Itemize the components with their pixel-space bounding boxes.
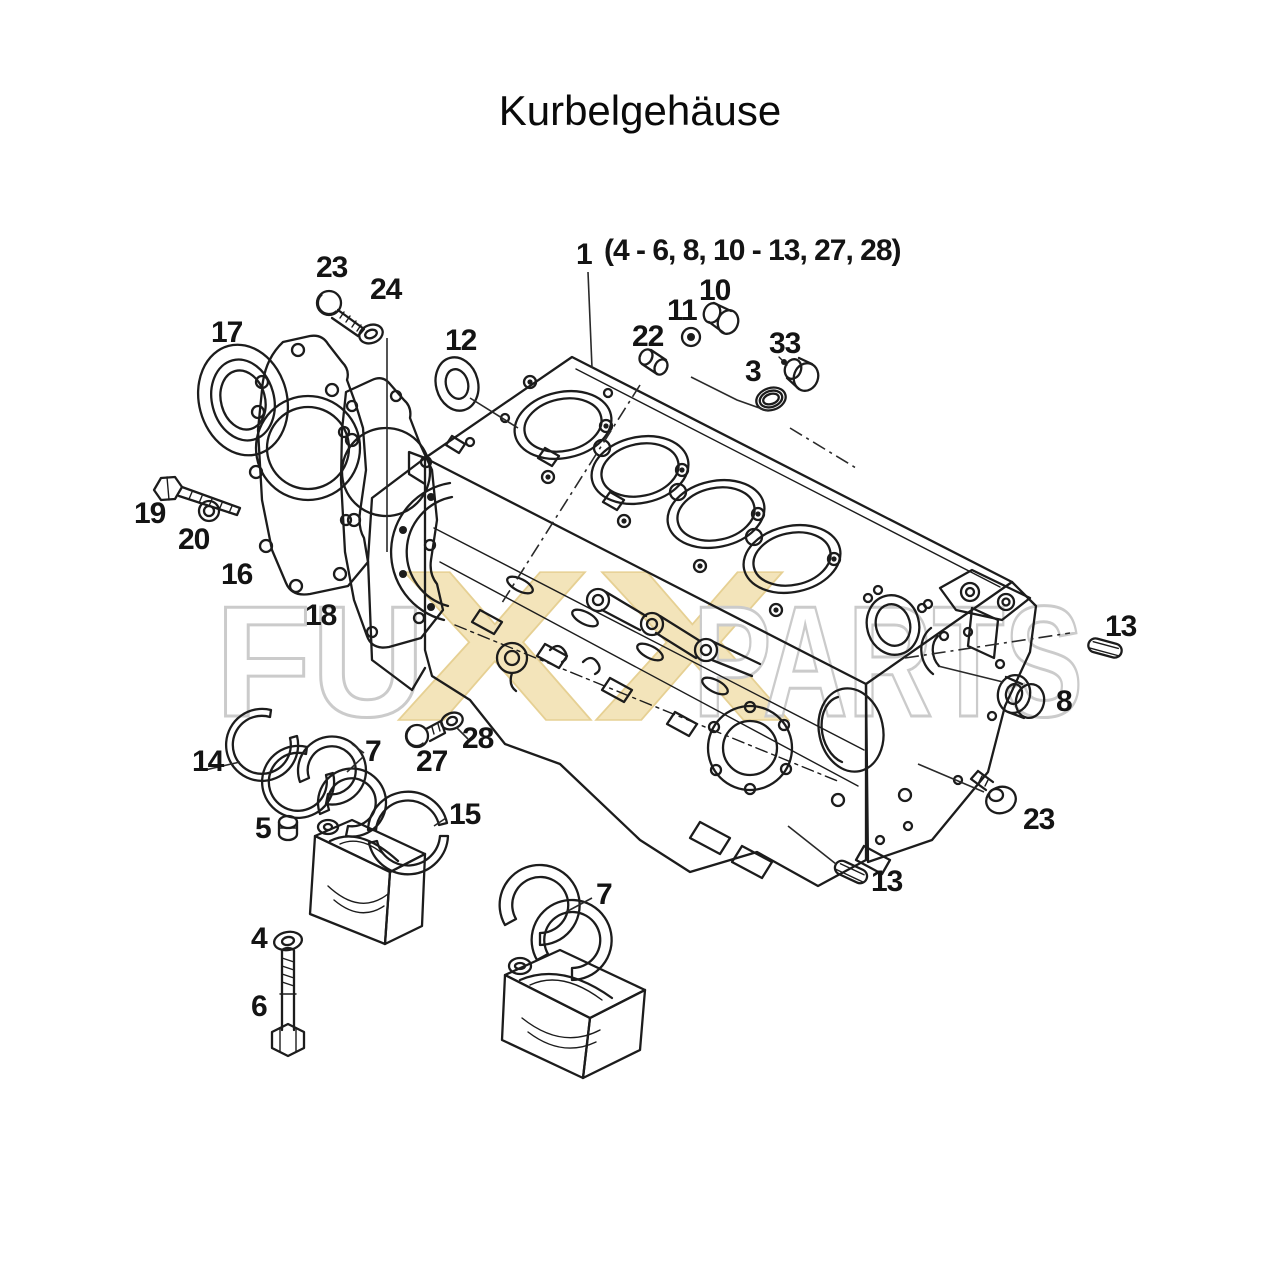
washer-11 (680, 326, 702, 348)
leader-line (937, 665, 1004, 683)
engine-artwork (152, 289, 1123, 1080)
callout-11: 11 (667, 294, 697, 327)
callout-6: 6 (251, 990, 267, 1023)
callout-5: 5 (255, 812, 271, 845)
bolt-23-right (969, 769, 1017, 815)
leader-line (904, 632, 1071, 659)
leader-line (499, 384, 641, 607)
pin-13-right (1087, 637, 1123, 659)
callout-22: 22 (632, 320, 664, 353)
piece-5 (277, 814, 299, 842)
watermark-left: FU (215, 574, 425, 750)
plug-33 (778, 356, 820, 392)
bolt-23-top (315, 289, 366, 338)
leader-line (351, 743, 365, 754)
washer-4 (272, 930, 304, 952)
callout-24: 24 (370, 273, 403, 306)
callout-28: 28 (462, 722, 494, 755)
callout-18: 18 (305, 599, 337, 632)
callout-33: 33 (769, 327, 801, 360)
pin-13-bottom (833, 859, 869, 885)
callout-10: 10 (699, 274, 731, 307)
leader-line (690, 376, 769, 412)
callout-27: 27 (416, 745, 448, 778)
callout-23: 23 (1023, 803, 1055, 836)
callout--4-6-8-10-13-27-28-: (4 - 6, 8, 10 - 13, 27, 28) (604, 234, 901, 267)
callout-23: 23 (316, 251, 348, 284)
callout-13: 13 (871, 865, 903, 898)
engine-block (366, 355, 1038, 888)
leader-lines (204, 271, 1071, 913)
gallery-links (585, 587, 762, 678)
sleeve-22 (638, 348, 669, 376)
callout-20: 20 (178, 523, 210, 556)
callout-16: 16 (221, 558, 253, 591)
washer-28 (440, 711, 464, 731)
bearing-cap-bottom (500, 948, 647, 1080)
callout-7: 7 (596, 878, 612, 911)
bearing-shells-7-lower (498, 863, 613, 982)
leader-line (565, 897, 593, 913)
leader-line (789, 427, 857, 469)
callout-7: 7 (365, 735, 381, 768)
leader-line (204, 761, 241, 771)
callout-13: 13 (1105, 610, 1137, 643)
leader-line (455, 726, 469, 740)
cover-plate-16 (248, 334, 370, 596)
nut-20 (197, 499, 221, 523)
leader-line (346, 756, 364, 773)
seal-3 (755, 386, 787, 412)
leader-line (917, 763, 985, 793)
watermark-middle: XX (396, 525, 791, 766)
leader-line (587, 271, 593, 369)
callout-14: 14 (192, 745, 225, 778)
callout-17: 17 (211, 316, 243, 349)
gasket-18 (337, 377, 445, 649)
callout-12: 12 (445, 324, 477, 357)
washer-24 (358, 323, 384, 345)
callout-19: 19 (134, 497, 166, 530)
callout-8: 8 (1056, 685, 1072, 718)
callout-1: 1 (576, 238, 592, 271)
bushing-8 (996, 673, 1046, 720)
callout-15: 15 (449, 798, 481, 831)
callout-3: 3 (745, 355, 761, 388)
leader-line (787, 825, 837, 865)
bearing-cap-left (308, 818, 427, 946)
bolt-19 (152, 475, 242, 517)
leader-line (433, 817, 447, 827)
leader-line (469, 397, 519, 429)
callout-labels: 1 (4 - 6, 8, 10 - 13, 27, 28) 23 24 17 12 1011… (134, 234, 1138, 1023)
seal-17 (196, 343, 290, 457)
seal-12 (434, 356, 480, 412)
bearing-shells-7-upper (296, 735, 388, 838)
callout-4: 4 (251, 922, 268, 955)
page-title: Kurbelgehäuse (499, 87, 782, 134)
plug-10 (702, 301, 740, 335)
stud-6 (270, 946, 306, 1058)
